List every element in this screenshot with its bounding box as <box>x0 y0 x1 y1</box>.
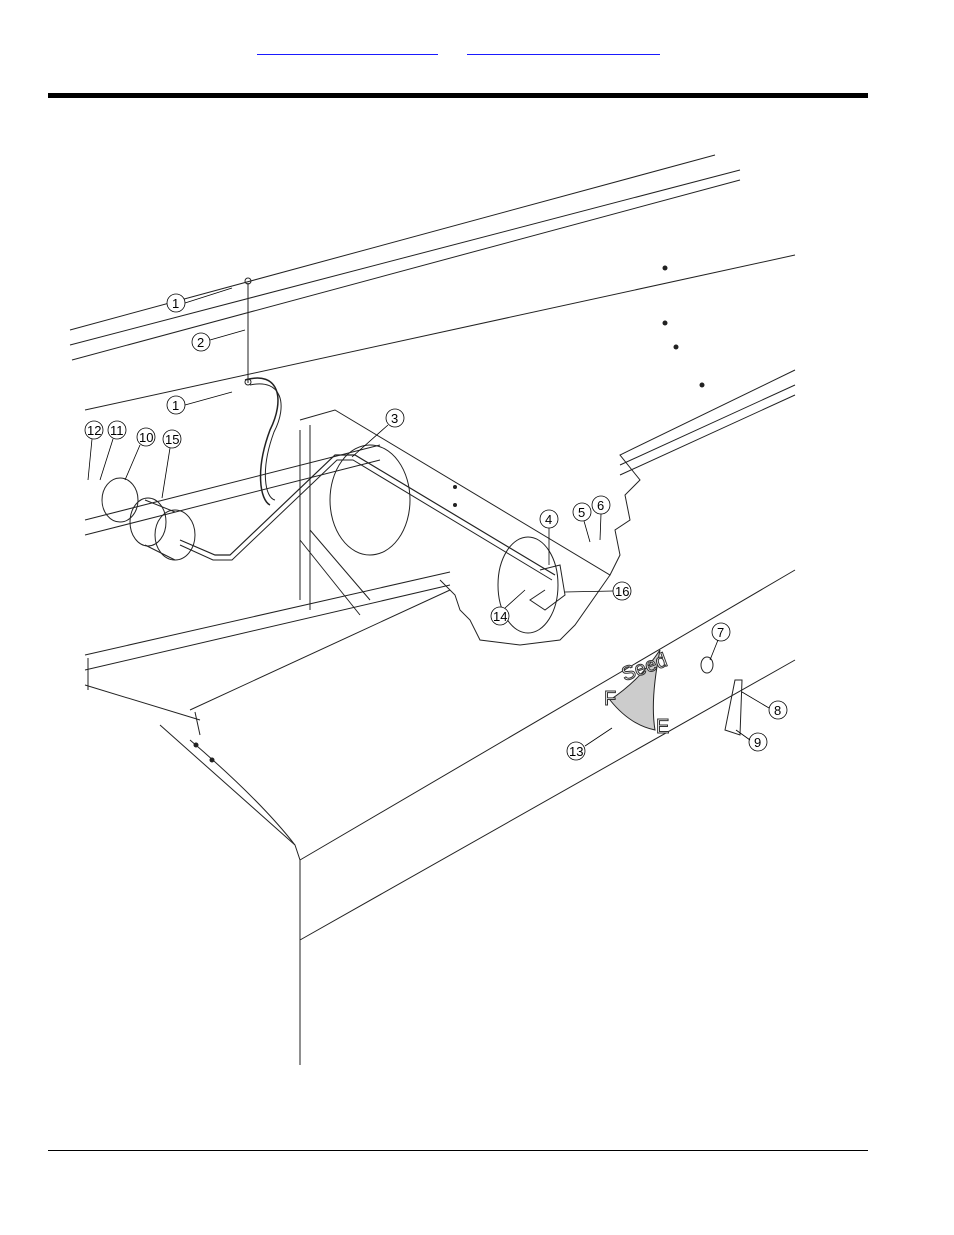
callout-1b: 1 <box>167 392 232 414</box>
svg-text:1: 1 <box>172 398 179 413</box>
callout-8: 8 <box>742 692 787 719</box>
svg-text:5: 5 <box>578 505 585 520</box>
callout-6: 6 <box>592 496 610 540</box>
bracket <box>530 565 565 610</box>
weight-end <box>102 478 138 522</box>
callout-4: 4 <box>540 510 558 565</box>
svg-text:1: 1 <box>172 296 179 311</box>
header-link-2[interactable] <box>467 40 660 55</box>
callout-13: 13 <box>567 728 612 760</box>
upper-rail <box>70 155 740 360</box>
upper-rail-lower <box>85 255 795 410</box>
svg-text:3: 3 <box>391 411 398 426</box>
callout-15: 15 <box>162 430 181 498</box>
frame-hole <box>330 445 410 555</box>
header-link-1[interactable] <box>257 40 438 55</box>
svg-text:15: 15 <box>165 432 179 447</box>
svg-text:8: 8 <box>774 703 781 718</box>
svg-text:4: 4 <box>545 512 552 527</box>
callout-7: 7 <box>710 623 730 660</box>
callout-1a: 1 <box>167 288 232 312</box>
svg-text:12: 12 <box>87 423 101 438</box>
svg-text:10: 10 <box>139 430 153 445</box>
svg-text:16: 16 <box>615 584 629 599</box>
svg-text:7: 7 <box>717 625 724 640</box>
callout-12: 12 <box>85 421 103 480</box>
callout-10: 10 <box>125 428 155 480</box>
svg-text:2: 2 <box>197 335 204 350</box>
mid-rail <box>85 445 380 535</box>
svg-text:11: 11 <box>110 423 124 438</box>
header-rule <box>48 93 868 98</box>
rod <box>180 455 555 575</box>
seed-box-lip <box>85 572 450 720</box>
hose <box>245 378 278 505</box>
callout-2: 2 <box>192 330 245 351</box>
parts-diagram: Seed F E 1 2 1 3 4 5 6 7 8 9 10 11 12 13… <box>60 140 820 1080</box>
decal-empty-letter: E <box>656 716 669 738</box>
callout-5: 5 <box>573 503 591 542</box>
callout-14: 14 <box>491 590 525 625</box>
callout-16: 16 <box>565 582 631 600</box>
clip <box>725 680 742 735</box>
callout-11: 11 <box>100 421 126 480</box>
footer-rule <box>48 1150 868 1151</box>
svg-text:6: 6 <box>597 498 604 513</box>
callout-9: 9 <box>736 730 767 751</box>
svg-text:13: 13 <box>569 744 583 759</box>
callout-3: 3 <box>352 409 404 457</box>
svg-text:14: 14 <box>493 609 507 624</box>
decal-full-letter: F <box>604 688 616 710</box>
svg-text:9: 9 <box>754 735 761 750</box>
